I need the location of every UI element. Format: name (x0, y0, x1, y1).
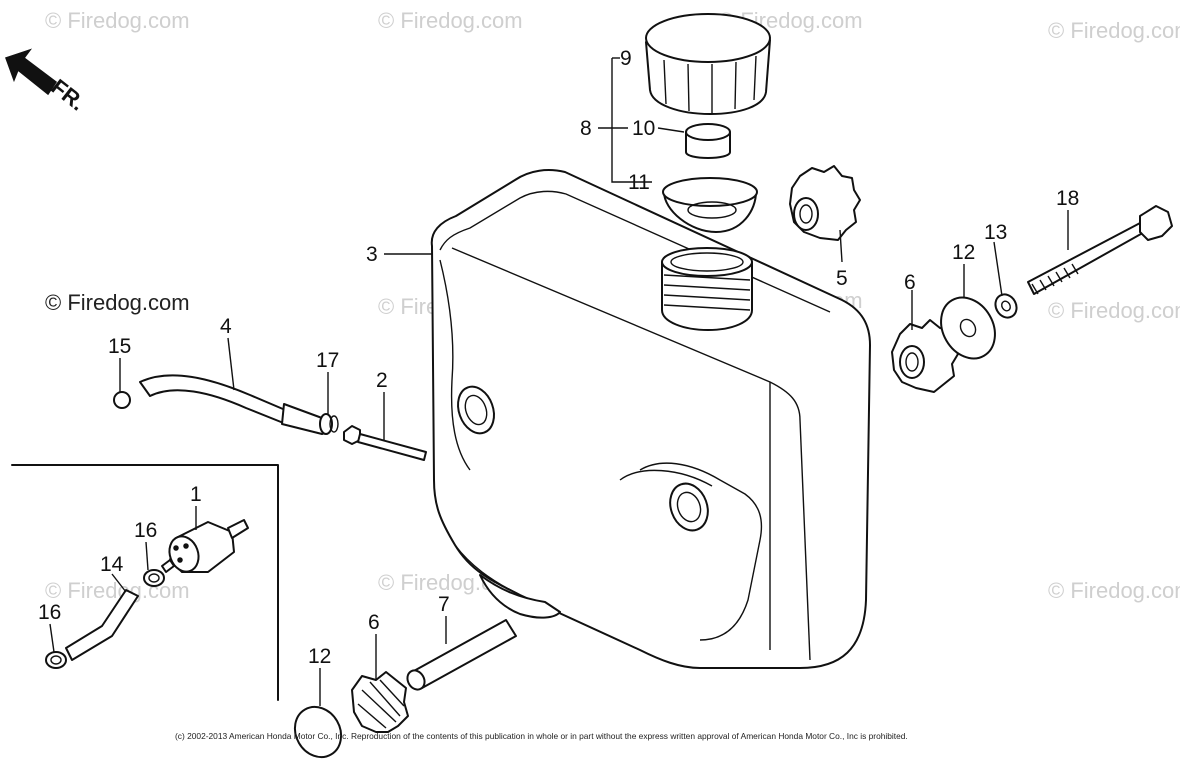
rubber-mount-lower-drawing (351, 671, 409, 733)
rubber-mount-right-drawing (891, 319, 959, 393)
callout-3: 3 (366, 243, 378, 266)
watermark: © Firedog.com (378, 8, 523, 33)
watermark: © Firedog.com (1048, 298, 1180, 323)
clip-16-upper-drawing (143, 569, 165, 587)
washer-lower-drawing (293, 705, 343, 759)
rubber-mount-upper-drawing (789, 165, 861, 241)
copyright-notice: (c) 2002-2013 American Honda Motor Co., … (175, 731, 908, 741)
fuel-cap-drawing (645, 13, 771, 115)
callout-6-lower: 6 (368, 611, 380, 634)
fuel-tube-lower-drawing (65, 589, 139, 661)
inset-frame (11, 464, 279, 701)
fuel-tank-drawing (430, 169, 871, 669)
clip-15-drawing (113, 391, 131, 409)
watermark: © Firedog.com (1048, 18, 1180, 43)
callout-10: 10 (632, 117, 656, 140)
watermark: © Firedog.com (45, 578, 190, 603)
clip-17-drawing (319, 413, 339, 435)
front-direction-arrow-icon (5, 48, 58, 96)
callout-17: 17 (316, 349, 340, 372)
callout-2: 2 (376, 369, 388, 392)
callout-8: 8 (580, 117, 592, 140)
small-washer-drawing (994, 293, 1018, 319)
callout-15: 15 (108, 335, 132, 358)
washer-right-drawing (940, 296, 996, 360)
callout-16-lower: 16 (38, 601, 62, 624)
strainer-drawing (662, 177, 758, 233)
callout-9: 9 (620, 47, 632, 70)
callout-1: 1 (190, 483, 202, 506)
clip-16-lower-drawing (45, 651, 67, 669)
callout-7: 7 (438, 593, 450, 616)
callout-14: 14 (100, 553, 124, 576)
callout-12-lower: 12 (308, 645, 332, 668)
bolt-drawing (1027, 205, 1173, 295)
fuel-filter-drawing (161, 519, 249, 573)
callout-5: 5 (836, 267, 848, 290)
watermark: © Firedog.com (45, 8, 190, 33)
collar-drawing (406, 619, 517, 691)
watermark-dark: © Firedog.com (45, 290, 190, 315)
leader-lines (49, 57, 1069, 706)
callout-18: 18 (1056, 187, 1080, 210)
watermark: © Firedog.com (1048, 578, 1180, 603)
callout-11: 11 (628, 171, 650, 194)
small-bolt-drawing (343, 425, 427, 461)
cap-seal-drawing (685, 123, 731, 159)
callout-13: 13 (984, 221, 1008, 244)
callout-4: 4 (220, 315, 232, 338)
callout-6-right: 6 (904, 271, 916, 294)
callout-12-right: 12 (952, 241, 976, 264)
callout-16-upper: 16 (134, 519, 158, 542)
